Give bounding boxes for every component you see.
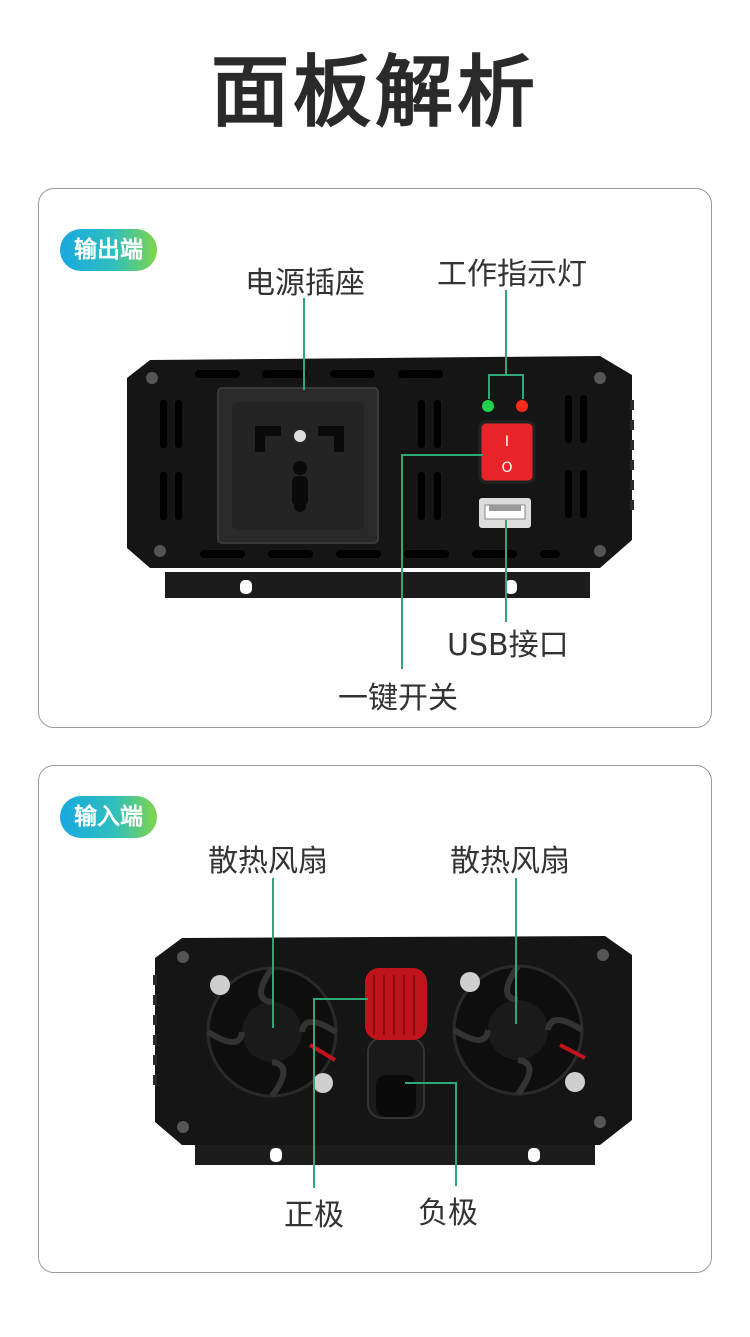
mounting-base (165, 572, 590, 598)
red-led-icon (516, 400, 528, 412)
screw-icon (210, 975, 230, 995)
label-usb: USB接口 (447, 628, 569, 663)
leader-line-switch-h (401, 454, 483, 456)
screw-icon (177, 1121, 189, 1133)
switch-off-mark: O (501, 460, 512, 476)
label-switch: 一键开关 (338, 681, 458, 716)
leader-line-indicator-l (488, 374, 490, 399)
screw-icon (460, 972, 480, 992)
leader-line-positive-v (313, 998, 315, 1188)
screw-icon (594, 1116, 606, 1128)
switch-on-mark: I (505, 434, 509, 450)
leader-line-usb (505, 520, 507, 622)
leader-line-fan-right (515, 878, 517, 1024)
label-fan-left: 散热风扇 (208, 844, 328, 879)
screw-icon (597, 949, 609, 961)
screw-icon (594, 372, 606, 384)
positive-terminal (365, 968, 427, 1040)
leader-line-negative-v (455, 1082, 457, 1186)
label-negative: 负极 (418, 1196, 478, 1231)
leader-line-indicator (505, 290, 507, 374)
screw-icon (313, 1073, 333, 1093)
leader-line-switch-v (401, 454, 403, 669)
leader-line-indicator-r (522, 374, 524, 399)
base-slot-left (240, 580, 252, 594)
output-badge: 输出端 (60, 229, 157, 271)
input-badge: 输入端 (60, 796, 157, 838)
label-indicator: 工作指示灯 (437, 257, 587, 292)
leader-line-indicator-h (488, 374, 524, 376)
leader-line-fan-left (272, 878, 274, 1028)
mounting-base (195, 1140, 595, 1165)
screw-icon (154, 545, 166, 557)
screw-icon (177, 951, 189, 963)
power-switch (478, 420, 536, 484)
label-positive: 正极 (284, 1198, 344, 1233)
leader-line-socket (303, 298, 305, 390)
leader-line-positive-h (313, 998, 368, 1000)
green-led-icon (482, 400, 494, 412)
leader-line-negative-h (405, 1082, 457, 1084)
page-title: 面板解析 (210, 48, 539, 138)
base-slot-right (505, 580, 517, 594)
label-power-socket: 电源插座 (245, 266, 365, 301)
label-fan-right: 散热风扇 (450, 844, 570, 879)
screw-icon (146, 372, 158, 384)
screw-icon (594, 545, 606, 557)
screw-icon (565, 1072, 585, 1092)
